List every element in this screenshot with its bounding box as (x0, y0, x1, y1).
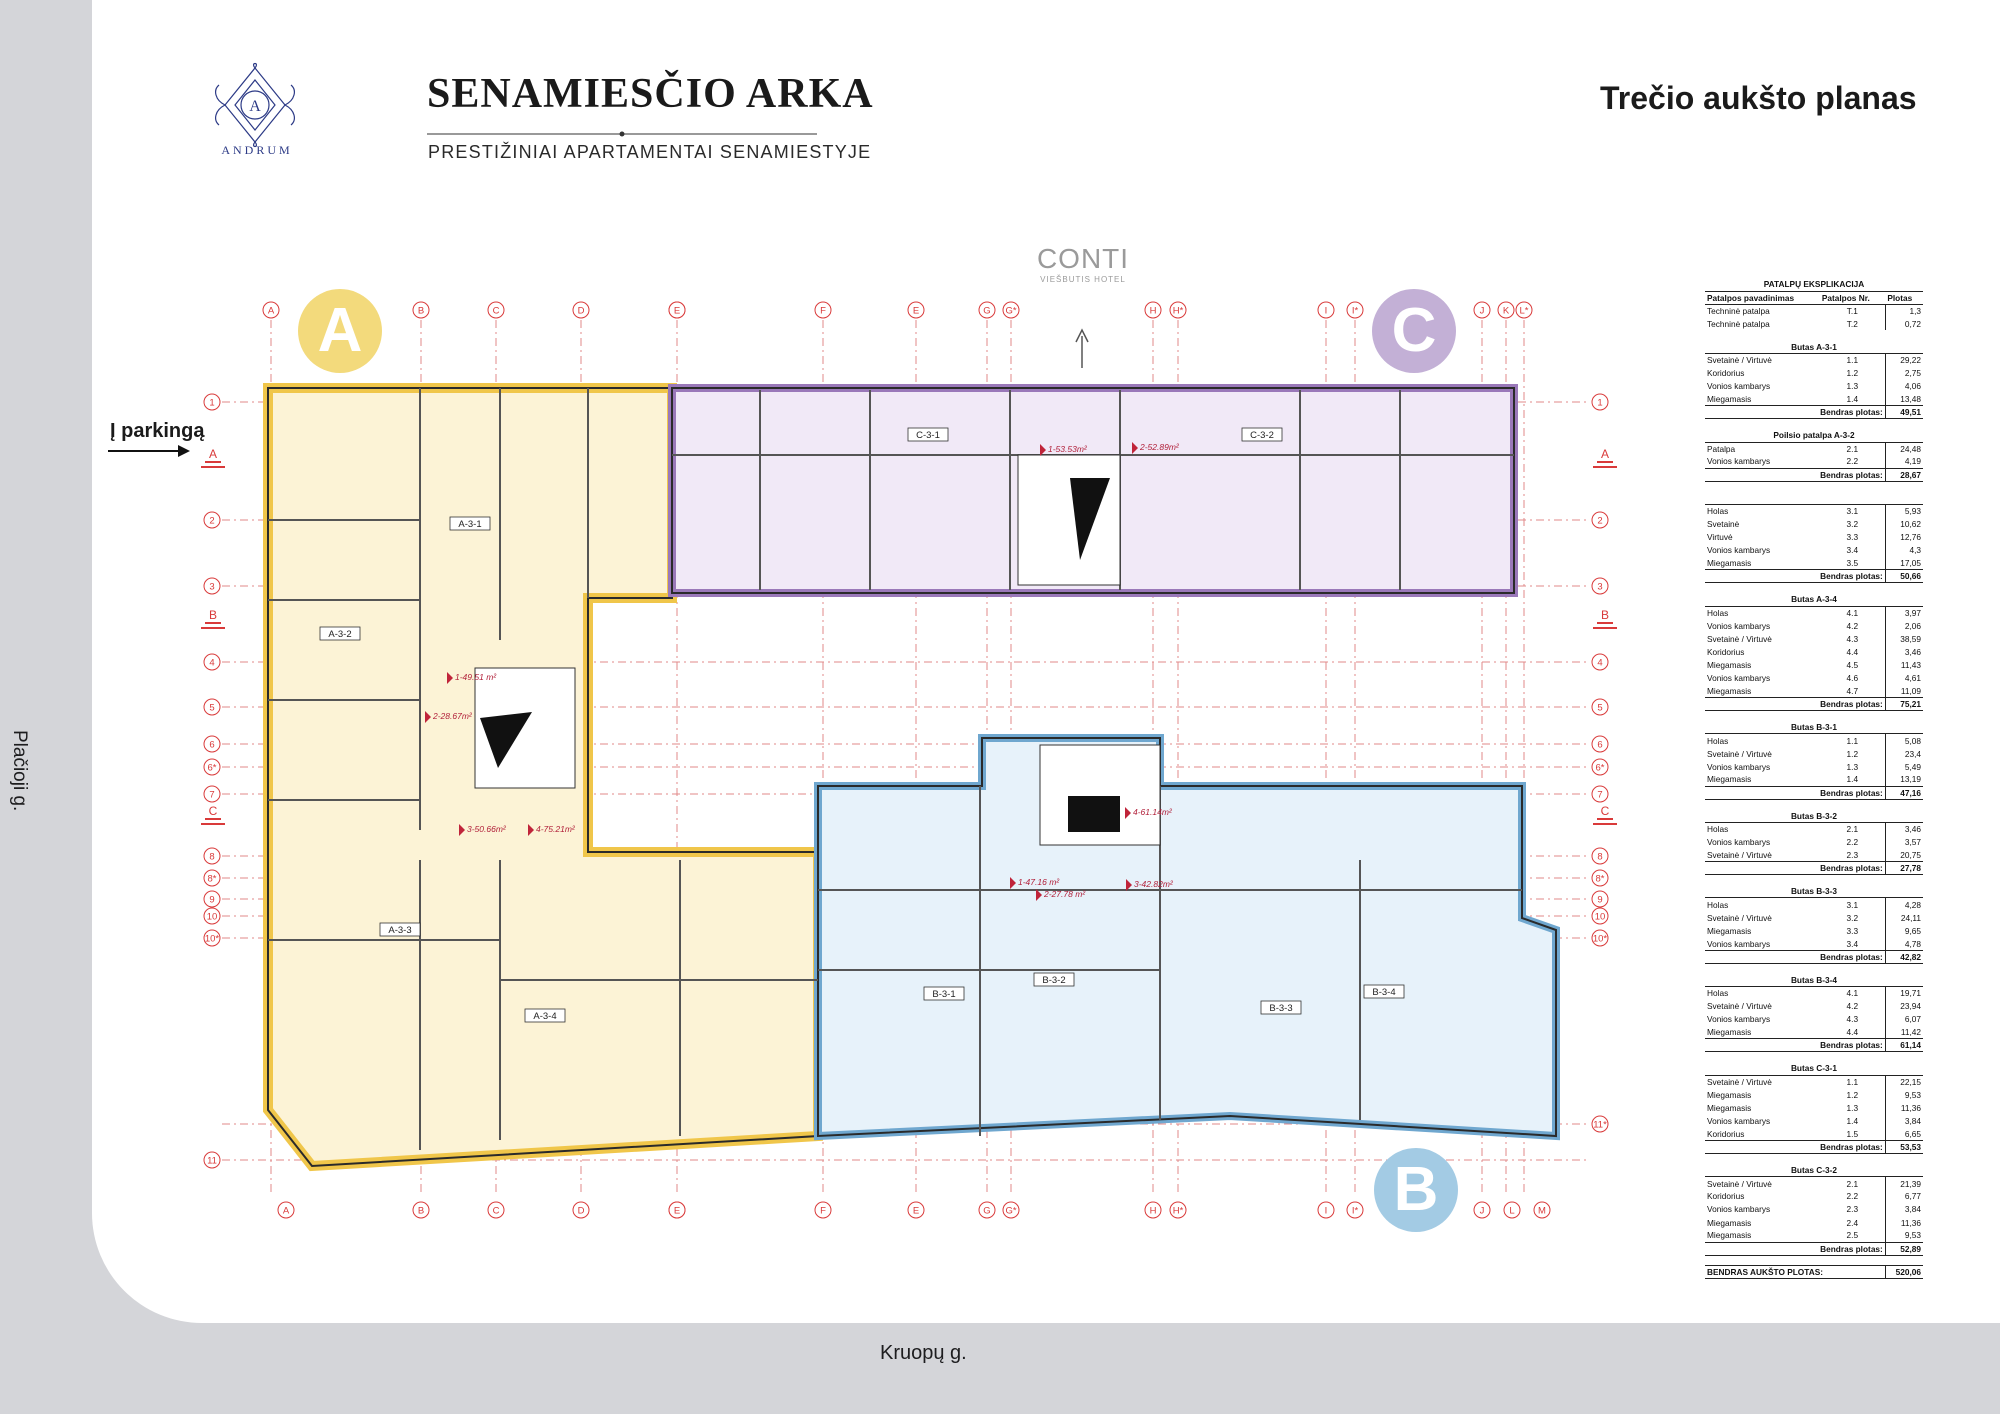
table-subtotal: Bendras plotas:27,78 (1705, 861, 1923, 876)
svg-text:A: A (249, 98, 261, 115)
table-gap (1705, 799, 1923, 809)
table-subtotal: Bendras plotas:61,14 (1705, 1038, 1923, 1053)
neighbor-logo-subtitle: VIEŠBUTIS HOTEL (1040, 275, 1126, 284)
table-subtotal: Bendras plotas:52,89 (1705, 1241, 1923, 1256)
table-group-title: Butas A-3-4 (1705, 592, 1923, 607)
table-group-title: Butas B-3-4 (1705, 973, 1923, 988)
table-gap (1705, 481, 1923, 491)
street-label-bottom: Kruopų g. (880, 1342, 967, 1364)
table-group-title: Butas C-3-1 (1705, 1061, 1923, 1076)
table-gap (1705, 875, 1923, 885)
table-gap (1705, 1154, 1923, 1164)
parking-arrow-icon (108, 445, 190, 457)
table-gap (1705, 330, 1923, 340)
section-badge-b: B (1374, 1148, 1458, 1232)
brand-divider (427, 131, 817, 137)
andrum-logo-text: ANDRUM (221, 143, 293, 157)
table-gap (1705, 963, 1923, 973)
table-subtotal: Bendras plotas:75,21 (1705, 697, 1923, 712)
table-subtotal: Bendras plotas:47,16 (1705, 785, 1923, 800)
page-title: Trečio aukšto planas (1600, 80, 1917, 116)
table-subtotal: Bendras plotas:49,51 (1705, 405, 1923, 420)
table-subtotal: Bendras plotas:28,67 (1705, 467, 1923, 482)
table-group-title: Butas B-3-3 (1705, 884, 1923, 899)
street-label-left: Plačioji g. (9, 730, 30, 812)
table-subtotal: Bendras plotas:53,53 (1705, 1140, 1923, 1155)
table-subtotal: Bendras plotas:42,82 (1705, 949, 1923, 964)
parking-label: Į parkingą (110, 420, 205, 442)
andrum-logo-icon: A (215, 62, 295, 148)
table-gap (1705, 1052, 1923, 1062)
table-group-title: Butas A-3-1 (1705, 340, 1923, 354)
table-group-title: Butas C-3-2 (1705, 1163, 1923, 1178)
brand-title: SENAMIESČIO ARKA (427, 71, 874, 117)
table-gap (1705, 711, 1923, 721)
section-badge-c: C (1372, 289, 1456, 373)
neighbor-logo-name: CONTI (1036, 243, 1130, 274)
table-group-title: Butas B-3-2 (1705, 809, 1923, 823)
brand-subtitle: PRESTIŽINIAI APARTAMENTAI SENAMIESTYJE (428, 142, 872, 162)
table-title: PATALPŲ EKSPLIKACIJA (1705, 278, 1923, 292)
table-subtotal: Bendras plotas:50,66 (1705, 569, 1923, 584)
table-group-title: Poilsio patalpa A-3-2 (1705, 428, 1923, 443)
table-gap (1705, 1255, 1923, 1265)
neighbor-logo: CONTI VIEŠBUTIS HOTEL (1028, 243, 1138, 284)
table-group-title: Butas B-3-1 (1705, 720, 1923, 735)
table-group-title (1705, 491, 1923, 505)
table-gap (1705, 583, 1923, 593)
section-badge-a: A (298, 289, 382, 373)
table-grand-total: BENDRAS AUKŠTO PLOTAS:520,06 (1705, 1264, 1923, 1279)
table-gap (1705, 419, 1923, 429)
